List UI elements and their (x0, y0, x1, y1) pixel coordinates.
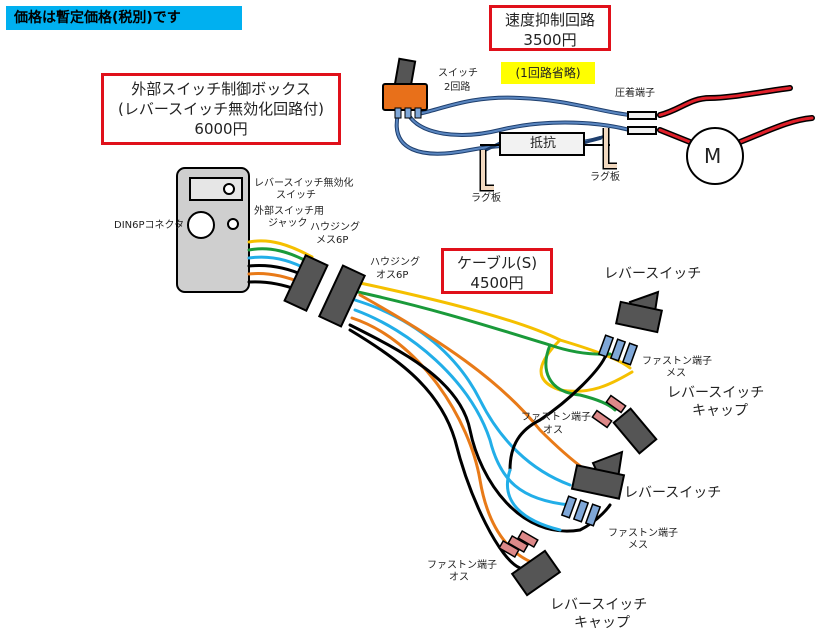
lever-cap-upper-label-2: キャップ (692, 403, 748, 419)
crimp-terminal-label: 圧着端子 (615, 88, 655, 99)
lever-disable-label-2: スイッチ (276, 190, 316, 201)
resistor-icon (480, 132, 610, 156)
switch-label-1: スイッチ (438, 68, 478, 79)
lever-switch-upper-icon (597, 290, 664, 366)
price-note-banner: 価格は暫定価格(税別)です (6, 6, 242, 30)
crimp-terminal-icon (627, 111, 657, 135)
faston-female-upper-label-2: メス (666, 368, 686, 379)
lever-switch-lower-icon (560, 450, 626, 527)
cable-price: 4500円 (470, 274, 524, 292)
housing-male-label-2: オス6P (376, 270, 409, 281)
lever-cap-lower-label-2: キャップ (574, 615, 630, 631)
motor-label: M (704, 144, 722, 168)
ext-jack-label-2: ジャック (268, 218, 308, 229)
speed-circuit-price: 3500円 (523, 31, 577, 49)
switch-box-price: 6000円 (194, 120, 248, 138)
speed-circuit-box: 速度抑制回路 3500円 (489, 5, 611, 51)
switch-box-frame: 外部スイッチ制御ボックス (レバースイッチ無効化回路付) 6000円 (101, 73, 341, 145)
lever-switch-lower-label: レバースイッチ (624, 485, 722, 501)
lever-cap-lower-label-1: レバースイッチ (550, 597, 648, 613)
faston-female-lower-label-2: メス (628, 540, 648, 551)
motor-wires (657, 85, 815, 145)
lug-plate-icon (479, 128, 617, 192)
toggle-switch-icon (382, 57, 428, 119)
housing-male-label-1: ハウジング (370, 257, 420, 268)
switch-box-title: 外部スイッチ制御ボックス (131, 80, 311, 98)
lever-switch-upper-label: レバースイッチ (604, 266, 702, 282)
lever-cap-lower-icon (498, 530, 562, 597)
faston-male-lower-label-2: オス (449, 572, 469, 583)
faston-male-upper-label-1: ファストン端子 (521, 412, 591, 423)
faston-male-upper-label-2: オス (543, 425, 563, 436)
switch-box-subtitle: (レバースイッチ無効化回路付) (118, 100, 324, 118)
switch-label-2: 2回路 (444, 82, 471, 93)
speed-circuit-title: 速度抑制回路 (504, 11, 595, 29)
lug-left-label: ラグ板 (471, 193, 501, 204)
cable-box: ケーブル(S) 4500円 (441, 248, 553, 294)
housing-female-label-1: ハウジング (310, 222, 360, 233)
motor-icon (686, 127, 744, 185)
lever-disable-label-1: レバースイッチ無効化 (254, 178, 354, 189)
ext-jack-label-1: 外部スイッチ用 (254, 206, 324, 217)
faston-female-lower-label-1: ファストン端子 (608, 528, 678, 539)
lever-cap-upper-label-1: レバースイッチ (667, 385, 765, 401)
din-connector-label: DIN6Pコネクタ (114, 220, 185, 231)
lever-cap-upper-icon (591, 394, 658, 455)
resistor-label: 抵抗 (530, 136, 557, 151)
faston-male-lower-label-1: ファストン端子 (427, 560, 497, 571)
cable-title: ケーブル(S) (456, 254, 538, 272)
housing-female-label-2: メス6P (316, 235, 349, 246)
faston-female-upper-label-1: ファストン端子 (642, 356, 712, 367)
housing-connector-icon (283, 253, 367, 328)
omitted-circuit-note: (1回路省略) (501, 62, 595, 84)
lug-right-label: ラグ板 (590, 172, 620, 183)
control-box-icon (176, 167, 250, 293)
